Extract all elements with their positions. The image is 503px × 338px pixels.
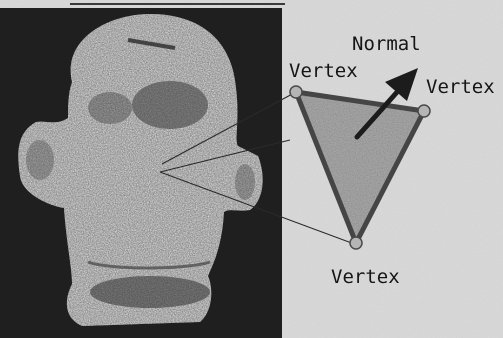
vertex-bottom-marker	[350, 237, 362, 249]
vertex-right-marker	[418, 105, 430, 117]
vertex-bottom-label: Vertex	[331, 268, 400, 287]
vertex-left-marker	[290, 86, 302, 98]
vertex-left-label: Vertex	[289, 62, 358, 81]
vertex-right-label: Vertex	[426, 78, 495, 97]
normal-label: Normal	[352, 35, 421, 54]
